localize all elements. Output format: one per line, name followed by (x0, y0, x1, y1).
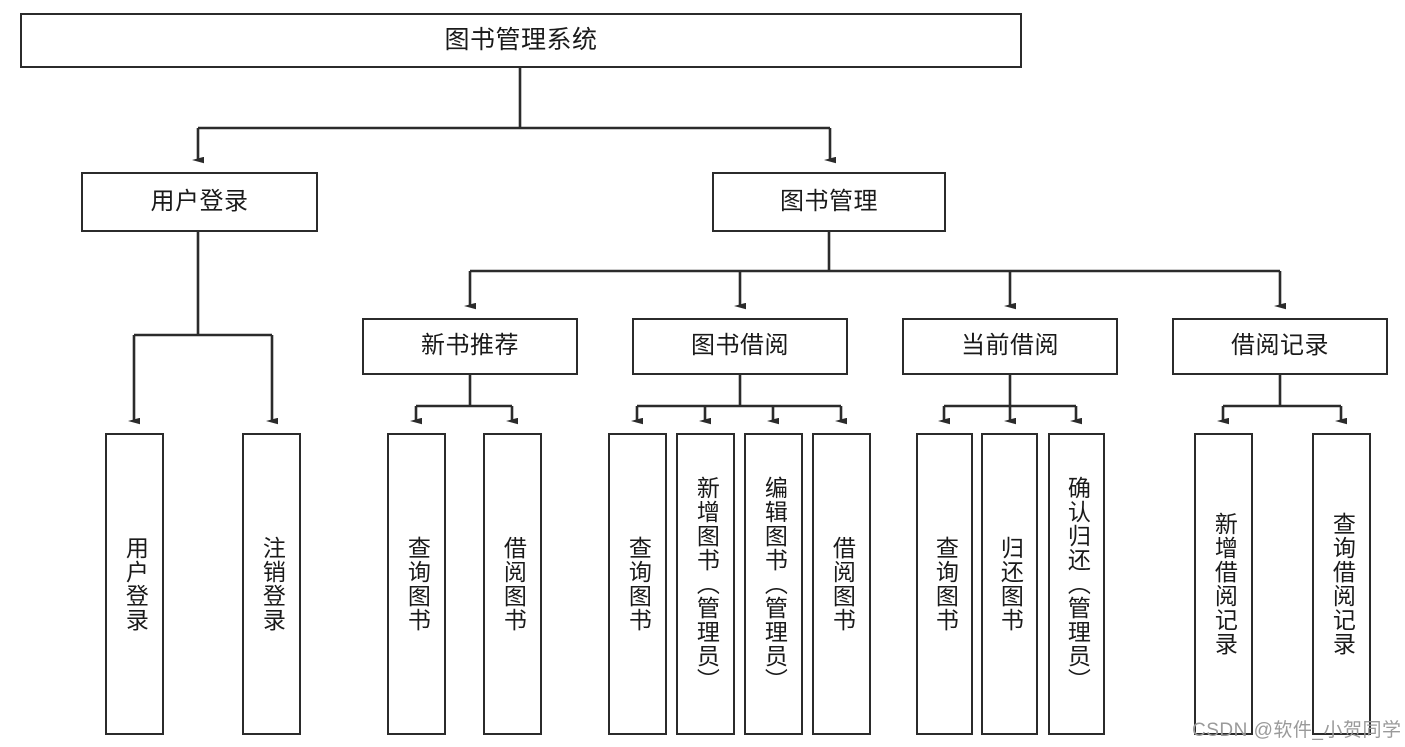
node-label: 图书管理系统 (444, 25, 598, 54)
node-leaf-user-login[interactable]: 用户登录 (105, 433, 164, 735)
node-borrow-record[interactable]: 借阅记录 (1172, 318, 1388, 375)
node-leaf-add-book-admin[interactable]: 新增图书（管理员） (676, 433, 735, 735)
node-leaf-add-borrow-record[interactable]: 新增借阅记录 (1194, 433, 1253, 735)
node-root-library-system[interactable]: 图书管理系统 (20, 13, 1022, 68)
node-label: 用户登录 (122, 536, 149, 632)
node-label: 借阅图书 (829, 536, 856, 632)
node-label: 查询图书 (625, 536, 652, 632)
node-leaf-user-logout[interactable]: 注销登录 (242, 433, 301, 735)
node-label: 借阅图书 (500, 536, 527, 632)
node-label: 新增借阅记录 (1211, 512, 1238, 656)
node-label: 查询借阅记录 (1329, 512, 1356, 656)
node-label: 确认归还（管理员） (1064, 476, 1091, 692)
node-label: 当前借阅 (961, 332, 1059, 360)
node-label: 新书推荐 (421, 332, 519, 360)
node-book-borrow[interactable]: 图书借阅 (632, 318, 848, 375)
node-current-borrow[interactable]: 当前借阅 (902, 318, 1118, 375)
node-label: 注销登录 (259, 536, 286, 632)
node-leaf-borrow-book-recommend[interactable]: 借阅图书 (483, 433, 542, 735)
node-label: 新增图书（管理员） (693, 476, 720, 692)
node-book-management[interactable]: 图书管理 (712, 172, 946, 232)
node-leaf-search-book-recommend[interactable]: 查询图书 (387, 433, 446, 735)
node-leaf-borrow-book[interactable]: 借阅图书 (812, 433, 871, 735)
node-label: 用户登录 (150, 187, 249, 215)
node-leaf-search-book-current[interactable]: 查询图书 (916, 433, 973, 735)
node-label: 查询图书 (404, 536, 431, 632)
node-label: 归还图书 (997, 536, 1024, 632)
node-leaf-confirm-return-admin[interactable]: 确认归还（管理员） (1048, 433, 1105, 735)
node-new-book-recommend[interactable]: 新书推荐 (362, 318, 578, 375)
node-user-login[interactable]: 用户登录 (81, 172, 318, 232)
node-leaf-return-book[interactable]: 归还图书 (981, 433, 1038, 735)
node-label: 图书管理 (780, 187, 878, 215)
node-label: 借阅记录 (1231, 332, 1329, 360)
node-leaf-search-borrow-record[interactable]: 查询借阅记录 (1312, 433, 1371, 735)
node-leaf-search-book-borrow[interactable]: 查询图书 (608, 433, 667, 735)
node-label: 图书借阅 (691, 332, 789, 360)
node-leaf-edit-book-admin[interactable]: 编辑图书（管理员） (744, 433, 803, 735)
node-label: 查询图书 (932, 536, 959, 632)
node-label: 编辑图书（管理员） (761, 476, 788, 692)
